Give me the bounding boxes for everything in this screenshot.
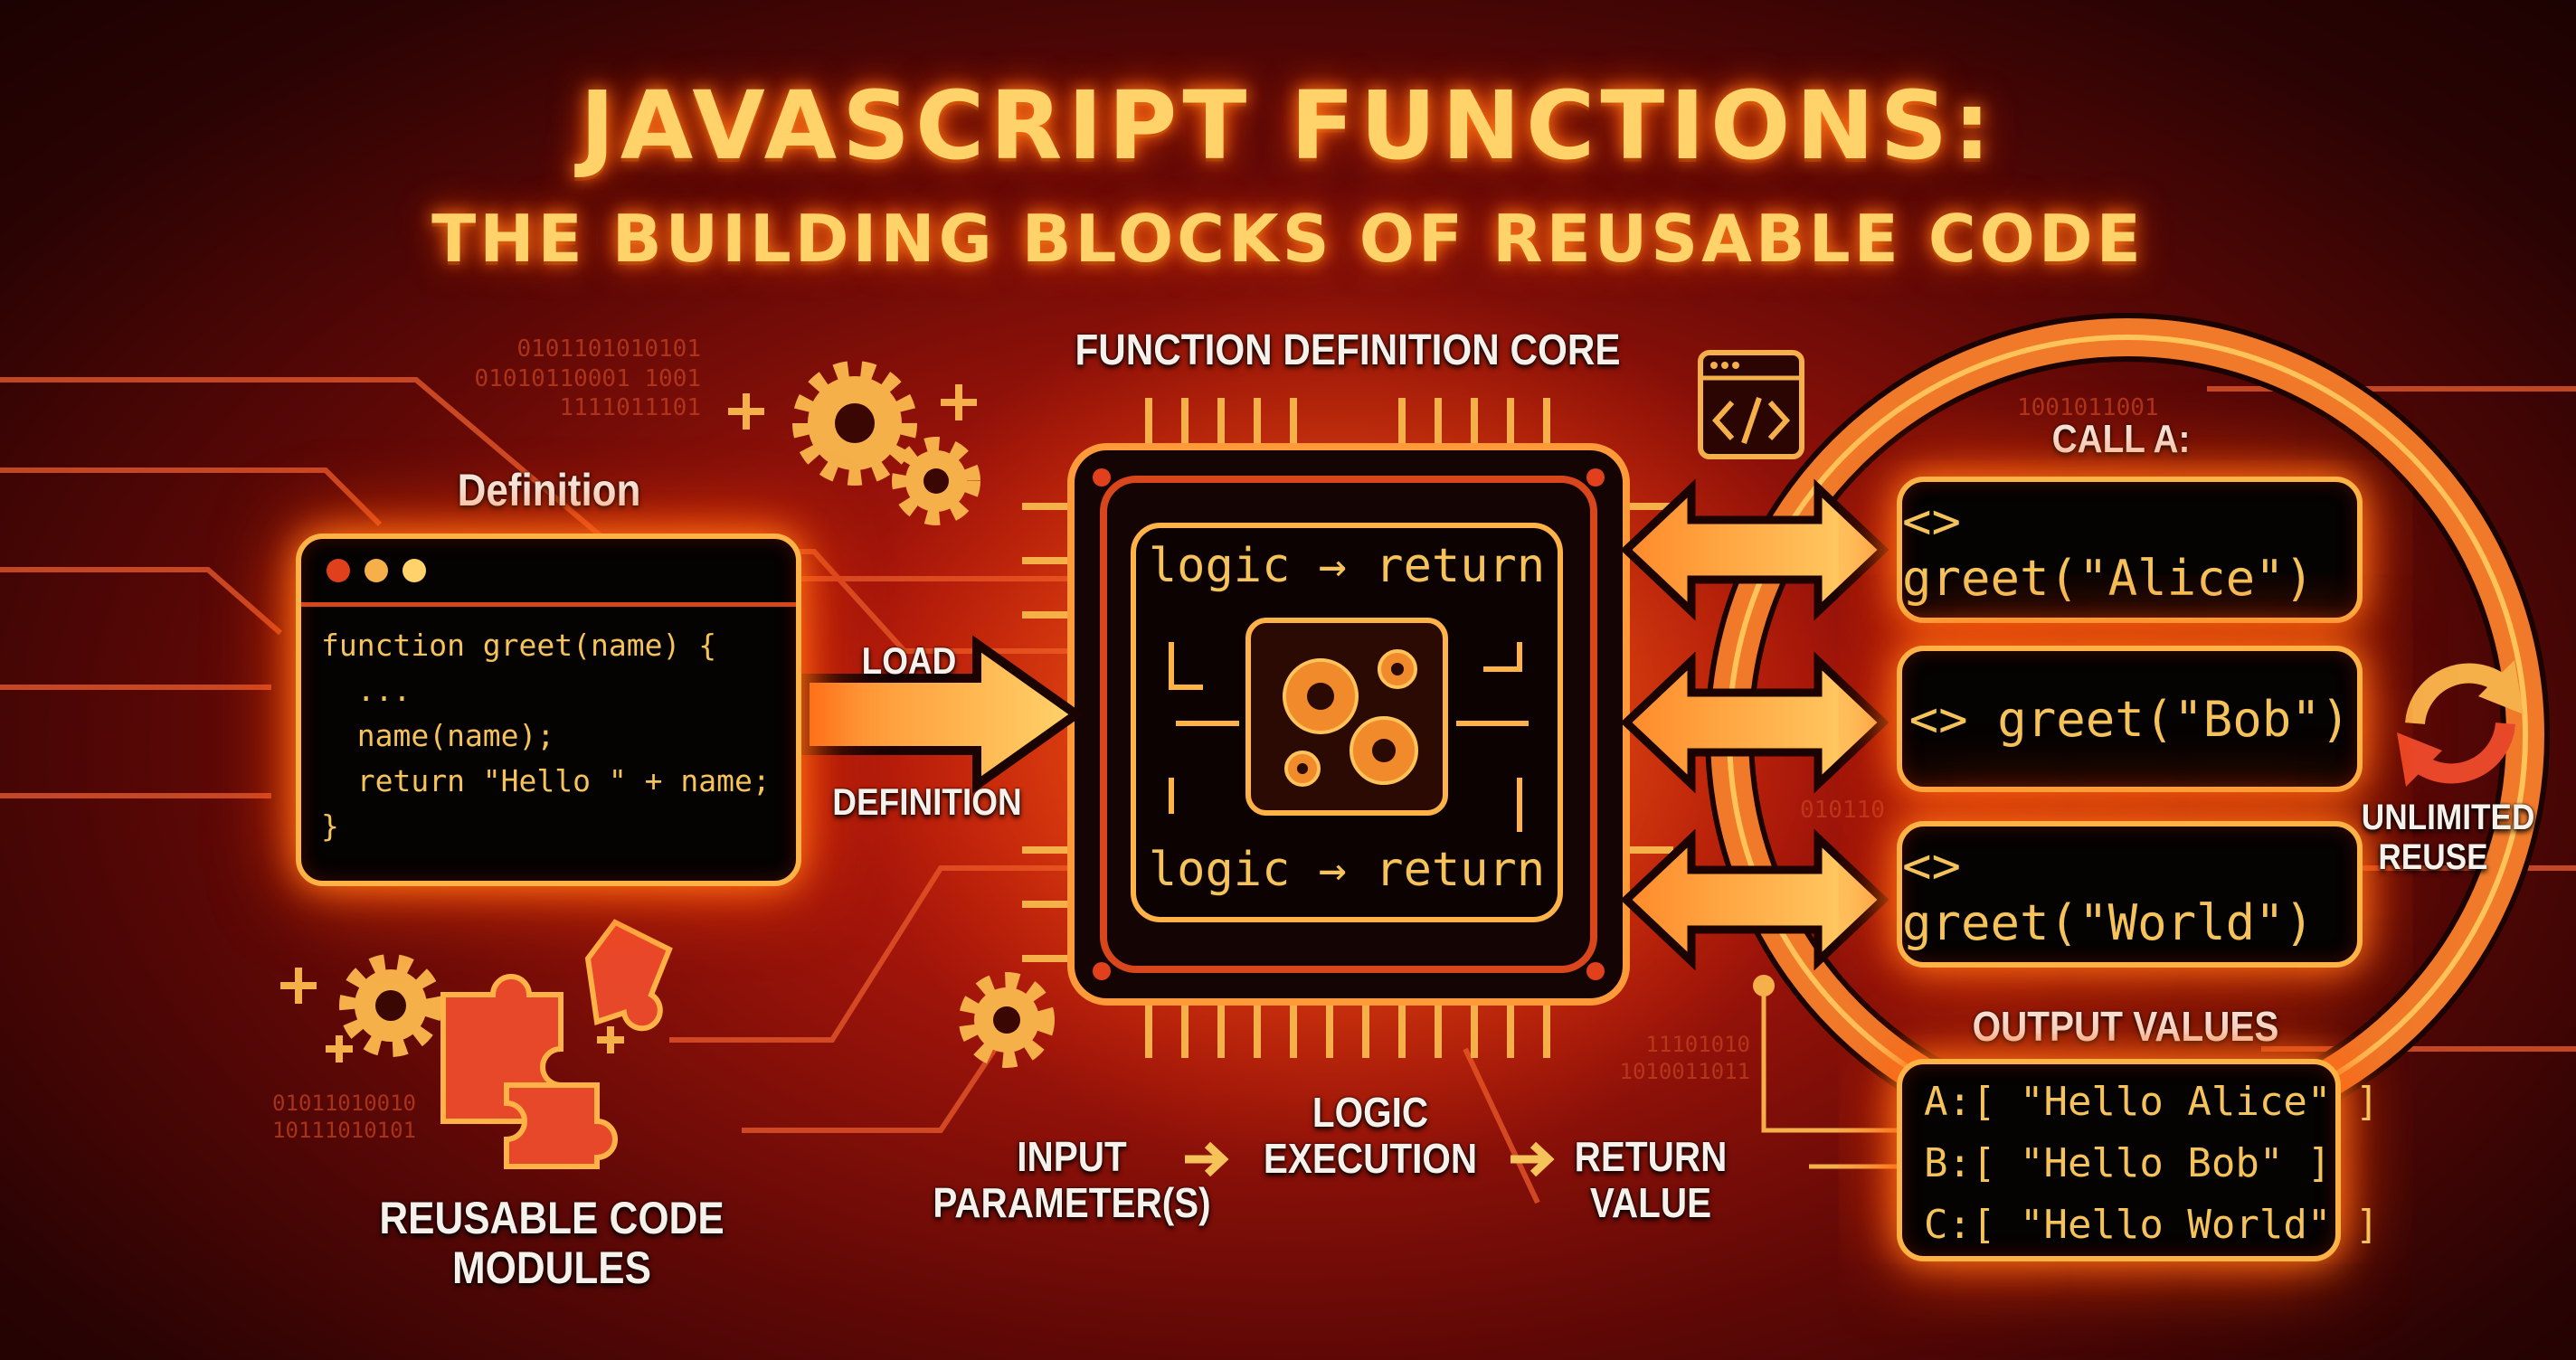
reuse-line: REUSE [2378,837,2488,877]
definition-code: function greet(name) { ... name(name); r… [301,607,796,849]
binary-line: 0101101010101 [516,335,702,363]
output-a: A:[ "Hello Alice" ] [1924,1079,2380,1125]
binary-ring-top: 1001011001 [2017,394,2159,421]
reuse-label: UNLIMITED REUSE [2361,798,2535,877]
binary-line: 11101010 [1645,1032,1750,1057]
flow-input-label: INPUT PARAMETER(S) [924,1134,1219,1225]
flow-line: EXECUTION [1263,1134,1478,1182]
binary-line: 01011010010 [272,1091,416,1116]
outputs-label: OUTPUT VALUES [1972,1003,2279,1050]
output-c: C:[ "Hello World" ] [1924,1202,2380,1248]
code-line: return "Hello " + name; [321,763,771,798]
call-alice: <> greet("Alice") [1897,477,2363,623]
code-line: function greet(name) { [321,628,717,663]
flow-arrow-icon: → [1176,1121,1177,1122]
window-titlebar [301,539,796,607]
title-line2: THE BUILDING BLOCKS OF REUSABLE CODE [431,201,2145,277]
load-arrow [800,635,1084,794]
flow-return-label: RETURN VALUE [1543,1134,1758,1225]
modules-line: MODULES [452,1242,651,1293]
window-close-dot-icon [327,559,350,582]
core-bottom-text: logic → return [1148,843,1546,897]
flow-line: LOGIC [1312,1089,1429,1136]
call-world: <> greet("World") [1897,821,2363,968]
definition-label: Definition [457,465,641,515]
output-b: B:[ "Hello Bob" ] [1924,1140,2332,1186]
code-window-icon [1700,353,1802,457]
flow-logic-label: LOGIC EXECUTION [1239,1090,1501,1181]
code-line: } [321,808,339,844]
binary-line: 1010011011 [1619,1059,1751,1084]
modules-label: REUSABLE CODE MODULES [353,1194,751,1293]
call-bob: <> greet("Bob") [1897,646,2363,792]
definition-arrow-label: DEFINITION [832,780,1022,823]
binary-right: 11101010 1010011011 [1592,1031,1751,1085]
binary-ring-left: 010110 [1800,797,1885,824]
flow-line: RETURN [1574,1133,1728,1180]
code-line: ... [321,673,412,708]
core-label: FUNCTION DEFINITION CORE [1075,326,1621,374]
reuse-line: UNLIMITED [2361,798,2535,837]
refresh-icon [2405,663,2515,784]
window-minimize-dot-icon [365,559,388,582]
flow-line: PARAMETER(S) [933,1178,1211,1226]
core-top-text: logic → return [1148,539,1546,593]
title-line1: JAVASCRIPT FUNCTIONS: [580,71,1996,181]
binary-line: 01010110001 1001 [474,364,701,392]
output-values-box: A:[ "Hello Alice" ] B:[ "Hello Bob" ] C:… [1897,1059,2380,1261]
binary-line: 10111010101 [272,1118,416,1143]
window-maximize-dot-icon [402,559,426,582]
flow-line: VALUE [1589,1178,1712,1226]
flow-line: INPUT [1017,1133,1127,1180]
calls-label: CALL A: [2051,417,2191,461]
code-line: name(name); [321,718,555,753]
puzzle-pieces-icon [440,919,673,1169]
binary-left: 01011010010 10111010101 [253,1090,416,1144]
binary-line: 1111011101 [559,394,701,421]
modules-line: REUSABLE CODE [379,1193,724,1243]
definition-code-window: function greet(name) { ... name(name); r… [296,534,801,886]
binary-top: 0101101010101 01010110001 1001 111101110… [434,335,701,423]
load-label: LOAD [861,639,957,682]
